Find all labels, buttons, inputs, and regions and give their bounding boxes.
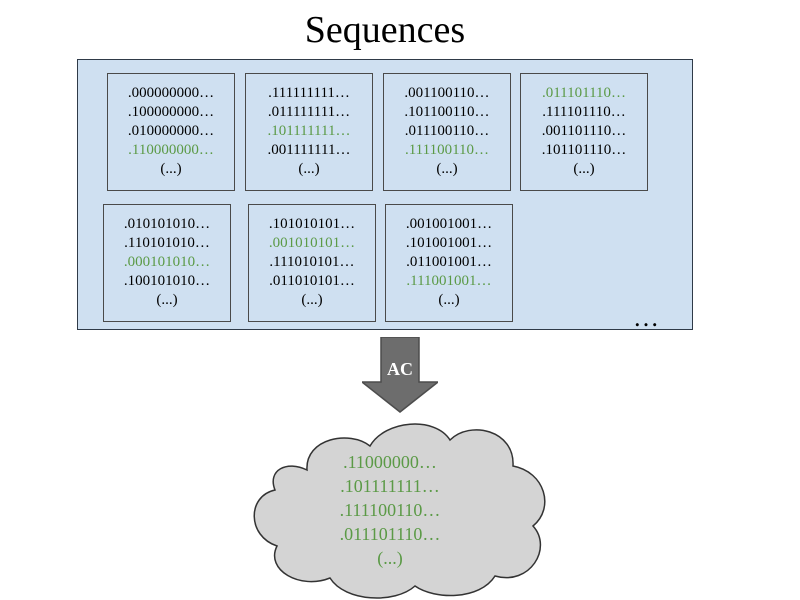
sequence-line: .111111111… xyxy=(268,85,350,101)
sequence-line: .011001001… xyxy=(406,254,492,270)
more-groups-ellipsis: … xyxy=(633,303,660,332)
selected-sequence-line: .110000000… xyxy=(128,142,214,158)
sequence-line: (...) xyxy=(160,161,182,177)
sequence-group-2: .111111111… .011111111… .101111111… .001111… xyxy=(245,73,373,191)
sequence-line: .100000000… xyxy=(127,104,215,120)
down-arrow-icon xyxy=(362,337,438,413)
sequence-line: .001001001… xyxy=(405,216,493,232)
selected-sequence-line: .111100110… xyxy=(404,142,490,158)
sequence-group-7: .001001001… .101001001… .011001001… .111001… xyxy=(385,204,513,322)
sequence-line: .001101110… xyxy=(541,123,627,139)
sequence-line: .010101010… xyxy=(123,216,211,232)
sequence-line: .101001001… xyxy=(405,235,493,251)
selected-sequence-line: .000101010… xyxy=(123,254,211,270)
sequence-line: .110101010… xyxy=(124,235,210,251)
selected-sequence-line: .111001001… xyxy=(406,273,492,289)
sequence-line: .001100110… xyxy=(404,85,490,101)
result-line: .101111111… xyxy=(340,476,440,496)
sequence-line: (...) xyxy=(436,161,458,177)
sequence-line: (...) xyxy=(301,292,323,308)
arrow-label: AC xyxy=(387,359,413,379)
sequence-line: (...) xyxy=(298,161,320,177)
result-sequences: .11000000… .101111111… .111100110… .0111… xyxy=(290,450,490,570)
sequence-line: (...) xyxy=(438,292,460,308)
sequence-line: .000000000… xyxy=(127,85,215,101)
cloud-shape xyxy=(253,423,546,599)
sequence-line: .100101010… xyxy=(123,273,211,289)
selected-sequence-line: .101111111… xyxy=(267,123,351,139)
sequence-line: .101101110… xyxy=(541,142,627,158)
sequence-line: .010000000… xyxy=(127,123,215,139)
selected-sequence-line: .011101110… xyxy=(541,85,627,101)
sequence-group-1: .000000000… .100000000… .010000000… .110000… xyxy=(107,73,235,191)
sequence-line: (...) xyxy=(156,292,178,308)
sequence-line: .101100110… xyxy=(404,104,490,120)
result-line: (...) xyxy=(377,548,403,568)
sequences-panel: .000000000… .100000000… .010000000… .110000… xyxy=(77,59,693,332)
result-line: .11000000… xyxy=(343,452,437,472)
sequence-line: .101010101… xyxy=(268,216,356,232)
sequence-group-4: .011101110… .111101110… .001101110… .101101… xyxy=(520,73,648,191)
sequence-group-3: .001100110… .101100110… .011100110… .111100… xyxy=(383,73,511,191)
sequence-line: .011111111… xyxy=(267,104,351,120)
sequence-line: (...) xyxy=(573,161,595,177)
sequence-line: .001111111… xyxy=(267,142,351,158)
sequence-group-5: .010101010… .110101010… .000101010… .100101… xyxy=(103,204,231,322)
sequence-line: .011010101… xyxy=(269,273,355,289)
sequence-group-6: .101010101… .001010101… .111010101… .011010… xyxy=(248,204,376,322)
result-line: .011101110… xyxy=(339,524,441,544)
result-line: .111100110… xyxy=(339,500,441,520)
sequence-line: .111101110… xyxy=(542,104,626,120)
selected-sequence-line: .001010101… xyxy=(268,235,356,251)
diagram-title: Sequences xyxy=(304,9,466,51)
sequence-line: .011100110… xyxy=(404,123,490,139)
sequence-line: .111010101… xyxy=(269,254,355,270)
